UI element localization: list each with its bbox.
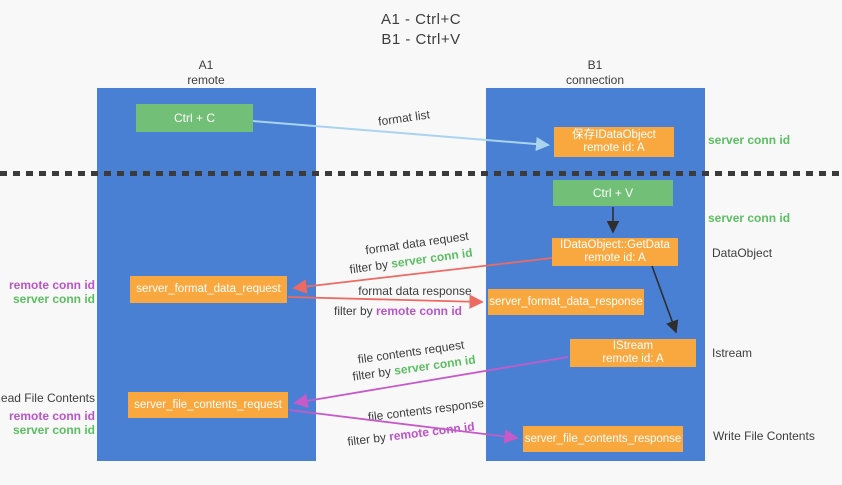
- edge-label-format-data-response: format data response: [358, 284, 472, 298]
- remote-conn-id-inline: remote conn id: [376, 304, 463, 318]
- label-dataobject: DataObject: [712, 246, 773, 260]
- label-remote-conn-id-left-2: remote conn id: [8, 409, 95, 423]
- label-read-file-contents: Read File Contents: [0, 391, 95, 405]
- node-save-idataobject-line1: 保存IDataObject: [572, 129, 656, 141]
- node-getdata-line1: IDataObject::GetData: [560, 239, 670, 251]
- filter-by-prefix: filter by: [346, 429, 391, 449]
- label-remote-conn-id-left-1: remote conn id: [8, 278, 95, 292]
- filter-by-prefix: filter by: [348, 256, 393, 277]
- label-server-conn-id-right-mid: server conn id: [708, 211, 791, 225]
- lane-a-role: remote: [187, 73, 225, 87]
- node-server-file-contents-request: server_file_contents_request: [128, 392, 288, 418]
- node-save-idataobject-line2: remote id: A: [583, 142, 645, 154]
- label-write-file-contents: Write File Contents: [713, 429, 815, 443]
- label-server-conn-id-left-2: server conn id: [12, 423, 95, 437]
- filter-by-prefix: filter by: [333, 304, 376, 318]
- node-ctrl-v: Ctrl + V: [553, 180, 673, 206]
- node-idataobject-getdata: IDataObject::GetData remote id: A: [552, 238, 678, 266]
- lane-b-role: connection: [565, 73, 625, 87]
- node-save-idataobject: 保存IDataObject remote id: A: [554, 127, 674, 157]
- title-line-a1: A1 - Ctrl+C: [380, 11, 462, 28]
- lane-a-header: A1 remote: [146, 58, 266, 88]
- node-getdata-line2: remote id: A: [584, 252, 646, 264]
- edge-label-format-list: format list: [377, 107, 431, 129]
- edge-label-filter-remote-conn-2: filter by remote conn id: [347, 419, 476, 448]
- dotted-divider: [0, 171, 842, 176]
- edge-label-filter-remote-conn-1: filter by remote conn id: [334, 304, 462, 318]
- node-ctrl-c: Ctrl + C: [136, 104, 253, 132]
- node-istream-line2: remote id: A: [602, 353, 664, 365]
- lane-b-name: B1: [587, 58, 603, 72]
- node-server-format-data-request: server_format_data_request: [130, 276, 287, 303]
- diagram-title: A1 - Ctrl+C B1 - Ctrl+V: [0, 10, 842, 50]
- label-server-conn-id-right-top: server conn id: [708, 133, 791, 147]
- node-server-format-data-response: server_format_data_response: [488, 289, 644, 315]
- label-istream: Istream: [712, 346, 753, 360]
- lane-a-name: A1: [198, 58, 214, 72]
- node-server-file-contents-response: server_file_contents_response: [523, 426, 683, 452]
- label-server-conn-id-left-1: server conn id: [12, 292, 95, 306]
- remote-conn-id-inline: remote conn id: [388, 419, 476, 444]
- node-istream: IStream remote id: A: [570, 339, 696, 367]
- node-istream-line1: IStream: [612, 340, 654, 352]
- lane-b-header: B1 connection: [535, 58, 655, 88]
- filter-by-prefix: filter by: [351, 363, 396, 384]
- title-line-b1: B1 - Ctrl+V: [381, 31, 461, 48]
